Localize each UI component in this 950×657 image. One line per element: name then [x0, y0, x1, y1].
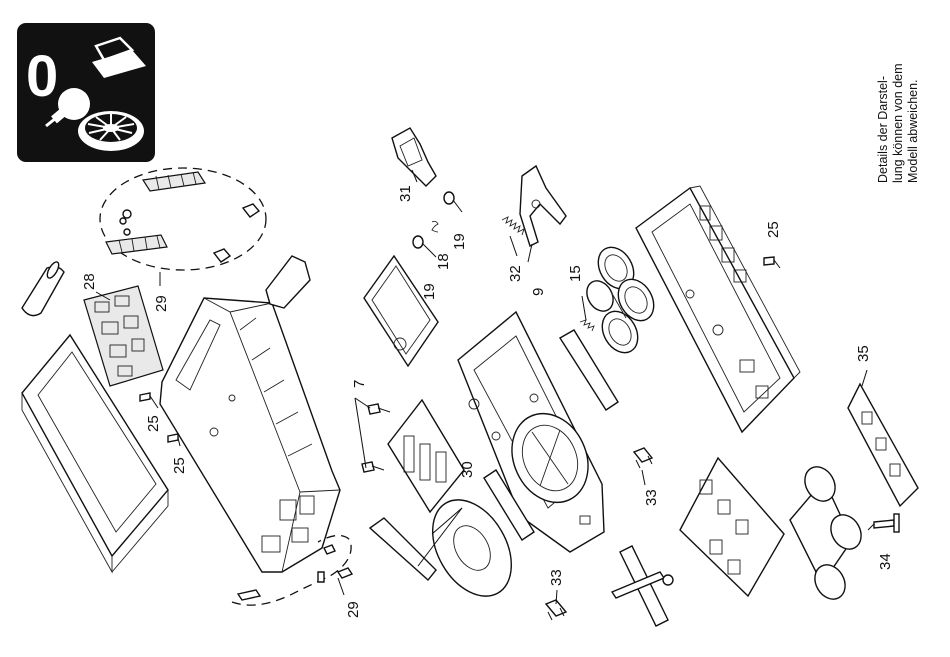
label-19-b: 19 — [451, 233, 468, 250]
lamp-tube — [22, 260, 64, 315]
label-9: 9 — [530, 288, 547, 296]
screw-25-a — [140, 393, 158, 408]
screw-19-b — [444, 192, 462, 212]
bogie-frame — [680, 458, 784, 596]
label-19-a: 19 — [421, 283, 438, 300]
spring-32 — [502, 217, 524, 235]
spring-18 — [432, 221, 438, 232]
label-25-b: 25 — [171, 457, 188, 474]
label-33-a: 33 — [643, 489, 660, 506]
label-31: 31 — [397, 185, 414, 202]
svg-text:0: 0 — [26, 44, 58, 109]
screw-25-c — [764, 257, 780, 268]
label-35: 35 — [855, 345, 872, 362]
brake-lever-assembly — [612, 546, 673, 626]
disclaimer-line-3: Modell abweichen. — [906, 18, 921, 183]
label-7: 7 — [351, 380, 368, 388]
maintenance-symbol-icon: 0 — [17, 23, 155, 162]
fan-wheel-icon — [78, 111, 144, 151]
sideframe-35 — [848, 384, 918, 506]
label-29-a: 29 — [153, 295, 170, 312]
spring-15 — [580, 320, 594, 331]
screw-19-a — [413, 236, 436, 257]
label-30: 30 — [459, 461, 476, 478]
label-15: 15 — [567, 265, 584, 282]
pins-33-a — [634, 448, 652, 468]
disclaimer-note: Details der Darstel- lung können von dem… — [876, 18, 930, 183]
coupler-31 — [392, 128, 436, 186]
label-32: 32 — [507, 265, 524, 282]
decoder-board — [388, 400, 464, 512]
circuit-board-28 — [84, 286, 163, 386]
label-18: 18 — [435, 253, 452, 270]
lever-9 — [520, 166, 566, 246]
screw-25-b — [168, 434, 180, 446]
screw-7-a — [368, 404, 390, 414]
cooler-housing — [266, 256, 310, 308]
small-parts-set-top — [100, 168, 266, 270]
cover-plate — [364, 256, 438, 366]
wheelset-bottom — [790, 461, 867, 604]
locomotive-body-shell — [160, 298, 340, 572]
label-28: 28 — [81, 273, 98, 290]
disclaimer-line-1: Details der Darstel- — [876, 18, 891, 183]
label-34: 34 — [877, 553, 894, 570]
label-33-b: 33 — [548, 569, 565, 586]
disclaimer-line-2: lung können von dem — [891, 18, 906, 183]
pin-34 — [874, 514, 899, 532]
label-25-c: 25 — [765, 221, 782, 238]
wheelset-top — [582, 241, 661, 359]
label-29-b: 29 — [345, 601, 362, 618]
label-25-a: 25 — [145, 415, 162, 432]
